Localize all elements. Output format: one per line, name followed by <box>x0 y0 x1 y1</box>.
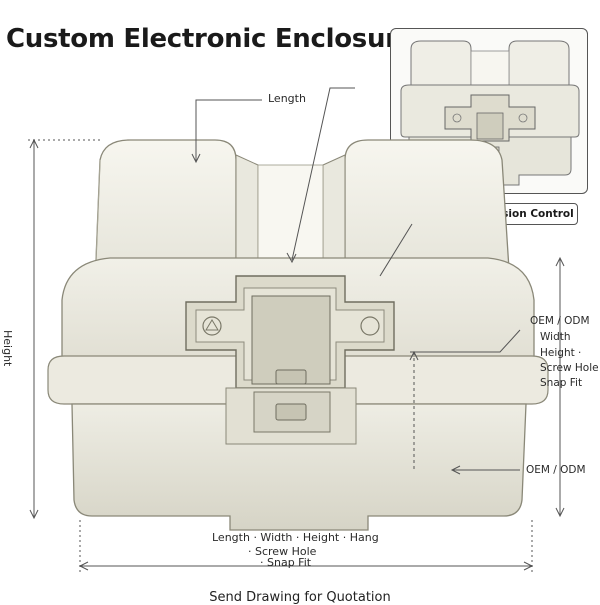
bottom-spec-line3: · Snap Fit <box>260 556 312 569</box>
right-spec-height: Height · <box>540 347 582 359</box>
right-lower-oem-label: OEM / ODM <box>526 464 586 476</box>
right-spec-screw-hole: Screw Hole <box>540 362 599 374</box>
slot-upper <box>275 369 307 385</box>
screw-hole-right <box>360 316 380 336</box>
inner-cavity <box>251 295 331 385</box>
right-spec-snap-fit: Snap Fit <box>540 377 583 389</box>
left-height-label: Height <box>1 330 14 367</box>
right-spec-oem: OEM / ODM <box>530 315 590 327</box>
bottom-spec-line1: Length · Width · Height · Hang <box>212 531 379 544</box>
bottom-spec-line2: · Screw Hole <box>248 545 317 558</box>
page-title: Custom Electronic Enclosure <box>6 24 416 54</box>
footer-cta: Send Drawing for Quotation <box>209 590 391 605</box>
screw-hole-left <box>202 316 222 336</box>
right-spec-width: Width <box>540 331 571 343</box>
dimension-lines <box>28 87 565 572</box>
enclosure-front <box>71 403 527 531</box>
length-top-label: Length <box>268 92 306 105</box>
right-top-block <box>344 139 511 286</box>
slot-lower <box>275 403 307 421</box>
inset-detail-view <box>390 28 588 194</box>
